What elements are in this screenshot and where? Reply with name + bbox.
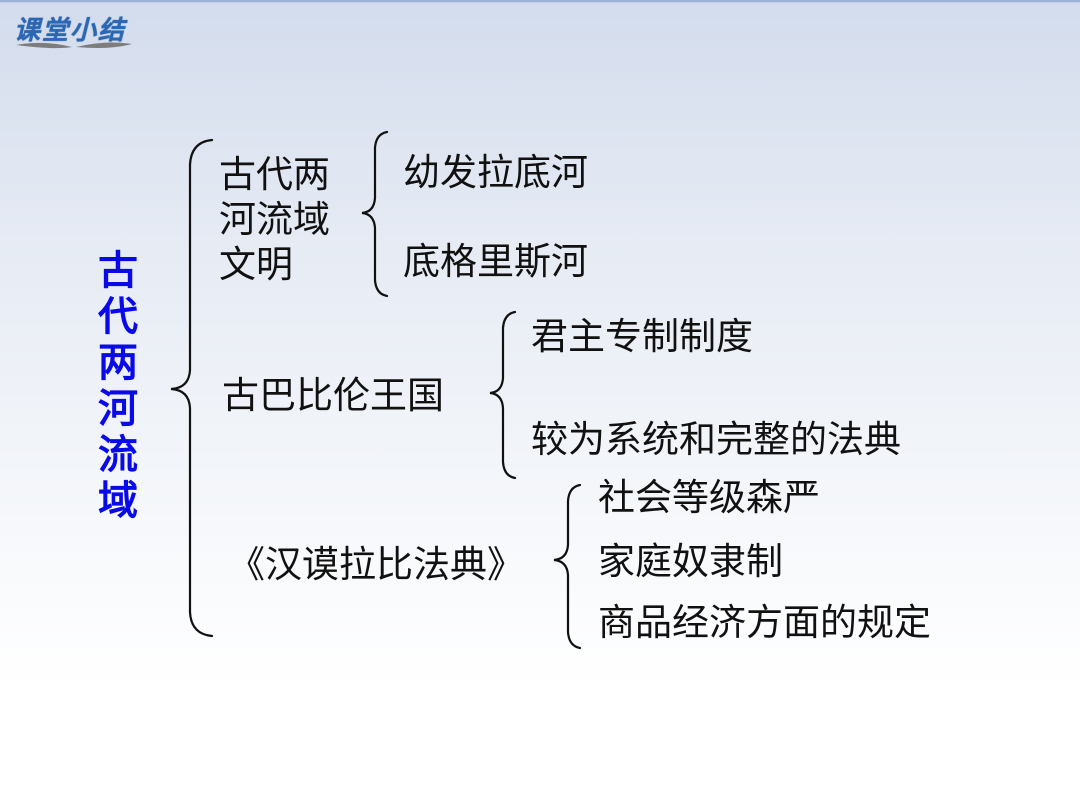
code-brace-icon <box>553 483 582 650</box>
root-topic: 古代两河流域 <box>98 248 138 524</box>
brush-stroke-icon <box>16 42 132 49</box>
summary-badge-title: 课堂小结 <box>14 16 127 46</box>
leaf-tigris: 底格里斯河 <box>403 240 588 283</box>
rivers-brace-icon <box>361 130 389 298</box>
top-border-highlight <box>0 2 1080 3</box>
leaf-autocracy: 君主专制制度 <box>531 315 753 358</box>
leaf-euphrates: 幼发拉底河 <box>403 151 588 194</box>
leaf-legal-code: 较为系统和完整的法典 <box>531 418 901 461</box>
main-brace-icon <box>170 138 214 638</box>
branch-hammurabi-code: 《汉谟拉比法典》 <box>228 543 524 586</box>
leaf-domestic-slavery: 家庭奴隶制 <box>598 540 783 583</box>
leaf-social-hierarchy: 社会等级森严 <box>598 476 820 519</box>
summary-badge: 课堂小结 <box>14 8 134 53</box>
leaf-commerce-rules: 商品经济方面的规定 <box>598 601 931 644</box>
top-border <box>0 0 1080 2</box>
babylon-brace-icon <box>489 310 517 480</box>
branch-mesopotamia-civilization: 古代两河流域文明 <box>219 153 330 286</box>
branch-old-babylon: 古巴比伦王国 <box>222 374 444 417</box>
